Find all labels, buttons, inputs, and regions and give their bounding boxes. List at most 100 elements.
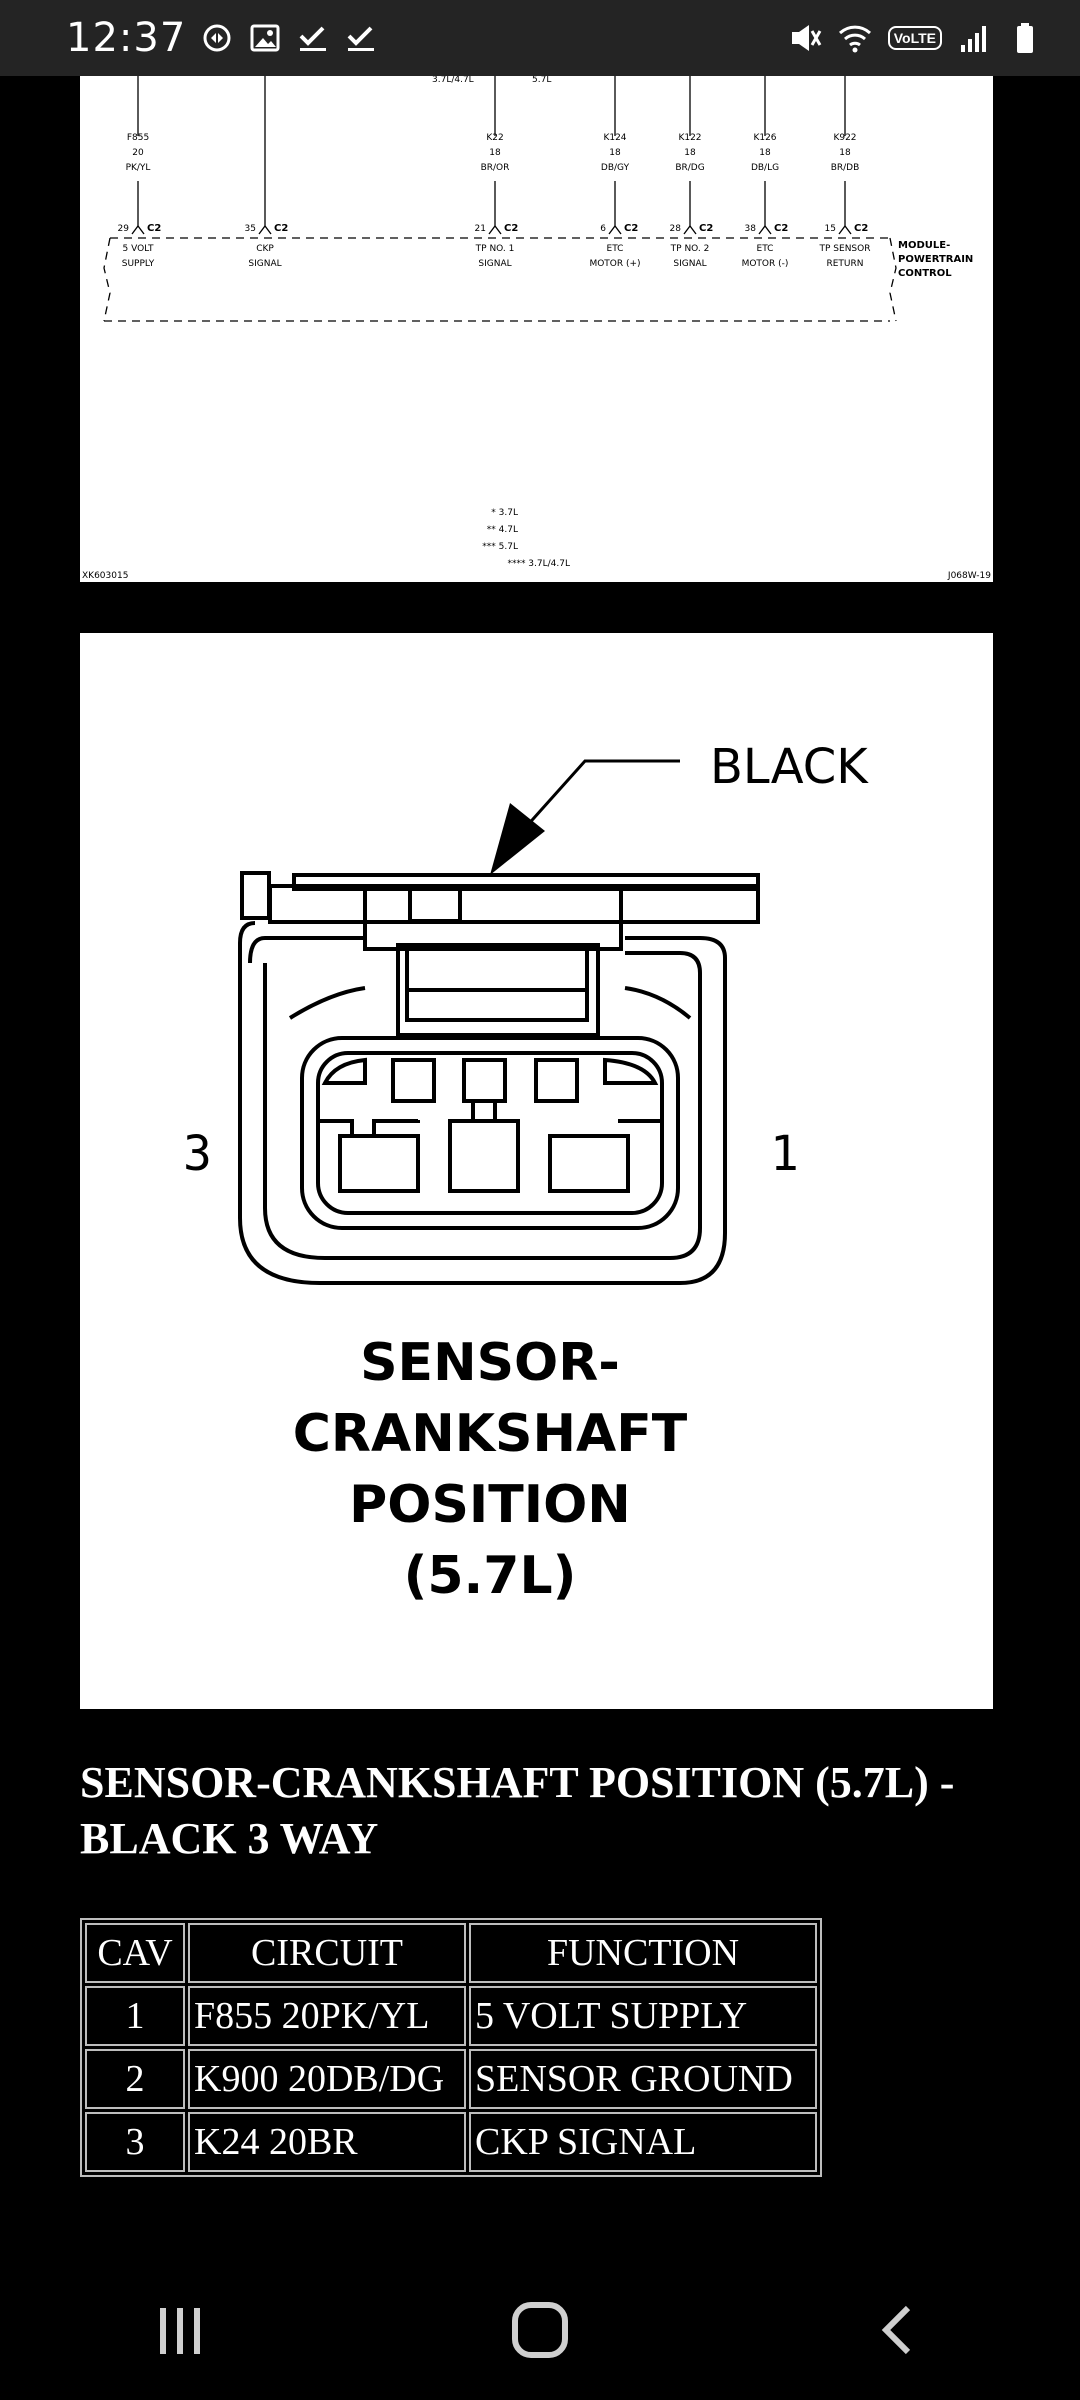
svg-text:20: 20 — [132, 148, 144, 158]
svg-text:(5.7L): (5.7L) — [404, 1546, 577, 1606]
svg-text:ETC: ETC — [757, 244, 774, 254]
diagram-top-label: 3.7L/4.7L — [432, 76, 474, 85]
svg-text:C2: C2 — [854, 223, 868, 234]
wire-labels: F855 20 PK/YL K22 18 BR/OR K124 18 DB/GY… — [126, 133, 860, 173]
home-icon[interactable] — [510, 2300, 570, 2360]
table-row: 3 K24 20BR CKP SIGNAL — [85, 2112, 817, 2172]
section-heading: SENSOR-CRANKSHAFT POSITION (5.7L) - BLAC… — [80, 1758, 955, 1863]
svg-text:29: 29 — [118, 224, 130, 234]
svg-text:CONTROL: CONTROL — [898, 268, 952, 279]
svg-text:DB/GY: DB/GY — [601, 163, 630, 173]
svg-text:CRANKSHAFT: CRANKSHAFT — [293, 1404, 688, 1464]
svg-text:5 VOLT: 5 VOLT — [123, 244, 154, 254]
table-row: 1 F855 20PK/YL 5 VOLT SUPPLY — [85, 1986, 817, 2046]
svg-text:K126: K126 — [753, 133, 776, 143]
svg-text:MOTOR (-): MOTOR (-) — [742, 259, 789, 269]
svg-text:F855: F855 — [127, 133, 149, 143]
svg-text:BR/DG: BR/DG — [675, 163, 704, 173]
svg-text:* 3.7L: * 3.7L — [491, 508, 518, 518]
pin-numbers: 29 C2 35 C2 21 C2 6 C2 28 C2 38 C2 15 C2 — [118, 223, 869, 234]
svg-text:*** 5.7L: *** 5.7L — [482, 542, 518, 552]
svg-text:C2: C2 — [504, 223, 518, 234]
svg-text:**** 3.7L/4.7L: **** 3.7L/4.7L — [507, 559, 570, 569]
connector-color-label: BLACK — [710, 739, 869, 795]
diagram-top-label2: 5.7L — [532, 76, 551, 85]
svg-text:SIGNAL: SIGNAL — [673, 259, 706, 269]
engine-legend: * 3.7L ** 4.7L *** 5.7L **** 3.7L/4.7L — [482, 508, 570, 569]
module-outline — [103, 237, 897, 322]
header-cav: CAV — [85, 1923, 185, 1983]
svg-text:BR/OR: BR/OR — [481, 163, 510, 173]
connector-body — [238, 871, 760, 1285]
svg-text:38: 38 — [745, 224, 757, 234]
svg-text:BR/DB: BR/DB — [831, 163, 860, 173]
svg-text:CKP: CKP — [256, 244, 274, 254]
back-icon[interactable] — [870, 2300, 930, 2360]
svg-text:POSITION: POSITION — [349, 1475, 631, 1535]
wifi-icon — [838, 25, 871, 53]
status-left: 12:37 — [66, 15, 378, 61]
svg-text:ETC: ETC — [607, 244, 624, 254]
svg-text:TP NO. 2: TP NO. 2 — [670, 244, 710, 254]
svg-text:18: 18 — [759, 148, 771, 158]
svg-text:18: 18 — [609, 148, 621, 158]
svg-text:18: 18 — [684, 148, 696, 158]
svg-text:RETURN: RETURN — [826, 259, 863, 269]
battery-icon — [1017, 23, 1033, 53]
svg-text:35: 35 — [245, 224, 256, 234]
svg-text:15: 15 — [825, 224, 836, 234]
pointer-arrow — [490, 759, 680, 875]
svg-text:SIGNAL: SIGNAL — [478, 259, 511, 269]
status-time: 12:37 — [66, 15, 187, 61]
svg-text:C2: C2 — [699, 223, 713, 234]
svg-text:K124: K124 — [603, 133, 626, 143]
svg-text:** 4.7L: ** 4.7L — [487, 525, 518, 535]
module-label: MODULE- POWERTRAIN CONTROL — [898, 240, 973, 279]
svg-text:POWERTRAIN: POWERTRAIN — [898, 254, 973, 265]
connector-title: SENSOR- CRANKSHAFT POSITION (5.7L) — [293, 1333, 688, 1606]
ref-right: J068W-19 — [947, 571, 991, 581]
connector-diagram-image: BLACK — [80, 633, 993, 1709]
svg-text:C2: C2 — [147, 223, 161, 234]
pin-label-3: 3 — [183, 1126, 212, 1182]
navigation-bar — [0, 2280, 1080, 2380]
check-icon — [347, 26, 375, 51]
svg-text:18: 18 — [839, 148, 851, 158]
svg-text:SUPPLY: SUPPLY — [122, 259, 155, 269]
wiring-diagram-svg: 3.7L/4.7L 5.7L F855 20 PK/YL K22 18 BR/O… — [82, 75, 991, 581]
mute-vibrate-icon — [791, 25, 822, 51]
svg-text:MODULE-: MODULE- — [898, 240, 950, 251]
svg-text:28: 28 — [670, 224, 682, 234]
connector-svg: BLACK — [183, 739, 869, 1606]
pin-table: CAV CIRCUIT FUNCTION 1 F855 20PK/YL 5 VO… — [80, 1918, 822, 2177]
sync-icon — [203, 24, 231, 52]
svg-text:K122: K122 — [678, 133, 701, 143]
svg-text:PK/YL: PK/YL — [126, 163, 151, 173]
svg-text:K22: K22 — [486, 133, 503, 143]
image-icon — [250, 24, 280, 52]
svg-text:C2: C2 — [274, 223, 288, 234]
svg-text:C2: C2 — [624, 223, 638, 234]
svg-text:C2: C2 — [774, 223, 788, 234]
wire-lines — [137, 76, 846, 226]
svg-text:21: 21 — [475, 224, 486, 234]
recents-icon[interactable] — [150, 2300, 210, 2360]
svg-text:SENSOR-: SENSOR- — [360, 1333, 620, 1393]
check-icon — [299, 26, 327, 51]
svg-text:DB/LG: DB/LG — [751, 163, 779, 173]
table-row: 2 K900 20DB/DG SENSOR GROUND — [85, 2049, 817, 2109]
volte-icon: VoLTE — [887, 26, 942, 50]
svg-text:TP NO. 1: TP NO. 1 — [475, 244, 515, 254]
pin-label-1: 1 — [770, 1126, 799, 1182]
svg-text:TP SENSOR: TP SENSOR — [819, 244, 871, 254]
status-bar: 12:37 VoLTE — [0, 0, 1080, 76]
header-function: FUNCTION — [469, 1923, 817, 1983]
svg-text:K922: K922 — [833, 133, 856, 143]
table-header-row: CAV CIRCUIT FUNCTION — [85, 1923, 817, 1983]
pin-functions: 5 VOLT SUPPLY CKP SIGNAL TP NO. 1 SIGNAL… — [122, 244, 871, 269]
svg-text:6: 6 — [600, 224, 606, 234]
status-right: VoLTE — [788, 21, 1042, 55]
svg-text:18: 18 — [489, 148, 501, 158]
ref-left: XK603015 — [82, 571, 128, 581]
svg-text:SIGNAL: SIGNAL — [248, 259, 281, 269]
